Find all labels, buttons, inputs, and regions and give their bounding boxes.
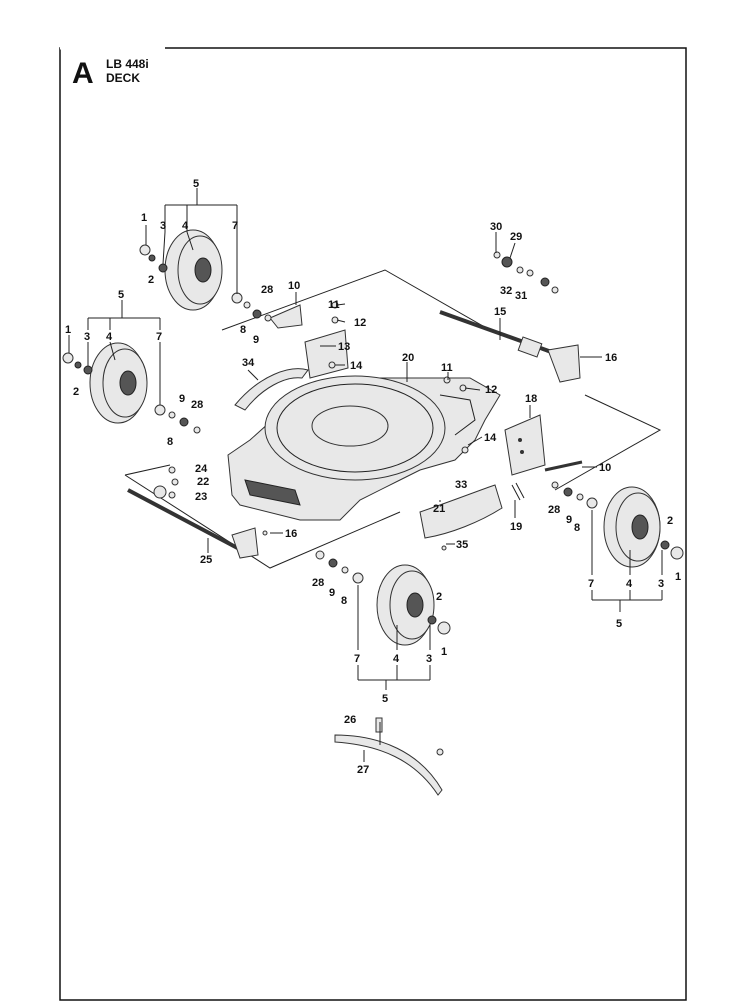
callout-24: 24 (195, 463, 208, 475)
callout-1: 1 (441, 646, 447, 658)
callout-3: 3 (658, 578, 664, 590)
callout-10: 10 (288, 280, 300, 292)
callout-5: 5 (118, 289, 124, 301)
callout-7: 7 (354, 653, 360, 665)
callout-28: 28 (548, 504, 560, 516)
callout-5: 5 (382, 693, 388, 705)
callout-11: 11 (328, 299, 340, 311)
callout-1: 1 (675, 571, 681, 583)
callout-9: 9 (329, 587, 335, 599)
callout-25: 25 (200, 554, 212, 566)
callout-2: 2 (73, 386, 79, 398)
callout-11: 11 (441, 362, 453, 374)
hardware (62, 244, 684, 756)
mower-deck (227, 375, 501, 521)
callout-33: 33 (455, 479, 467, 491)
callout-14: 14 (350, 360, 363, 372)
flap-33 (419, 484, 503, 539)
callout-7: 7 (232, 220, 238, 232)
callout-16: 16 (605, 352, 617, 364)
callout-14: 14 (484, 432, 497, 444)
callout-31: 31 (515, 290, 527, 302)
callout-9: 9 (253, 334, 259, 346)
callout-34: 34 (242, 357, 255, 369)
callout-28: 28 (261, 284, 273, 296)
wheel-upper-left (164, 229, 223, 311)
callout-21: 21 (433, 503, 445, 515)
callout-32: 32 (500, 285, 512, 297)
callout-22: 22 (197, 476, 209, 488)
callout-15: 15 (494, 306, 506, 318)
wheel-front (376, 564, 435, 646)
callout-1: 1 (65, 324, 71, 336)
callout-28: 28 (312, 577, 324, 589)
height-adjust-bracket (504, 414, 583, 476)
bracket-13 (304, 329, 349, 379)
callout-26: 26 (344, 714, 356, 726)
callout-16: 16 (285, 528, 297, 540)
callout-18: 18 (525, 393, 537, 405)
callout-8: 8 (574, 522, 580, 534)
callout-5: 5 (616, 618, 622, 630)
callout-27: 27 (357, 764, 369, 776)
callout-8: 8 (341, 595, 347, 607)
callout-13: 13 (338, 341, 350, 353)
callout-8: 8 (240, 324, 246, 336)
callout-labels: 5 1 3 4 7 2 8 9 28 10 5 1 3 4 7 2 9 28 8… (65, 178, 681, 776)
callout-3: 3 (84, 331, 90, 343)
callout-23: 23 (195, 491, 207, 503)
callout-12: 12 (354, 317, 366, 329)
leader-lines (68, 188, 663, 762)
callout-28: 28 (191, 399, 203, 411)
section-letter: A (72, 57, 94, 90)
callout-2: 2 (667, 515, 673, 527)
callout-12: 12 (485, 384, 497, 396)
assembly-title: DECK (106, 71, 140, 85)
callout-8: 8 (167, 436, 173, 448)
rear-axle-rod (439, 310, 581, 383)
wheel-left (89, 342, 148, 424)
rear-skirt-27 (334, 734, 443, 796)
callout-4: 4 (182, 220, 189, 232)
lever-10-upper (269, 304, 303, 329)
callout-9: 9 (566, 514, 572, 526)
screw-26 (375, 717, 383, 733)
front-axle-rod (127, 485, 259, 559)
wheel-right (603, 486, 661, 568)
callout-3: 3 (426, 653, 432, 665)
callout-2: 2 (148, 274, 154, 286)
callout-20: 20 (402, 352, 414, 364)
callout-30: 30 (490, 221, 502, 233)
callout-2: 2 (436, 591, 442, 603)
model-title: LB 448i (106, 57, 149, 71)
callout-4: 4 (106, 331, 113, 343)
callout-9: 9 (179, 393, 185, 405)
callout-10: 10 (599, 462, 611, 474)
callout-4: 4 (393, 653, 400, 665)
callout-29: 29 (510, 231, 522, 243)
callout-35: 35 (456, 539, 468, 551)
callout-3: 3 (160, 220, 166, 232)
flap-34 (234, 368, 309, 411)
callout-5: 5 (193, 178, 199, 190)
callout-1: 1 (141, 212, 147, 224)
callout-4: 4 (626, 578, 633, 590)
page-border (59, 47, 687, 1001)
callout-19: 19 (510, 521, 522, 533)
callout-7: 7 (156, 331, 162, 343)
callout-7: 7 (588, 578, 594, 590)
